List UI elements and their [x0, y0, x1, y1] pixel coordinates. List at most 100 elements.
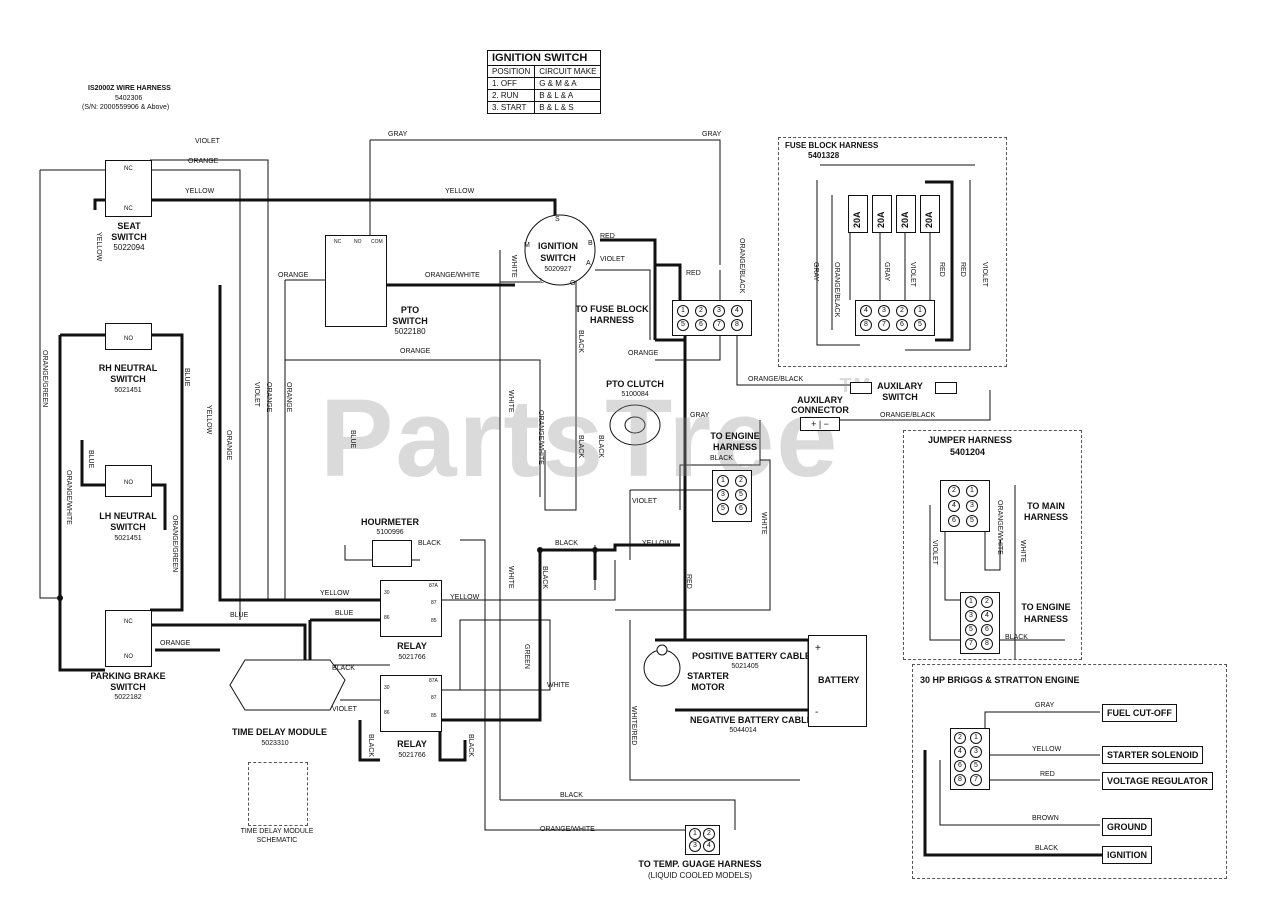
- seat-switch-label2: SWITCH: [111, 232, 147, 242]
- wire-label: ORANGE: [225, 430, 232, 461]
- wire-label: ORANGE/WHITE: [996, 500, 1003, 555]
- fuse: 20A: [848, 195, 868, 233]
- pin: 7: [713, 319, 725, 331]
- wire-label: BROWN: [1032, 815, 1059, 822]
- to-fuse-block-label2: HARNESS: [589, 315, 635, 325]
- pin: 4: [703, 840, 715, 852]
- wire-label: ORANGE/WHITE: [425, 272, 480, 279]
- aux-connector-label2: CONNECTOR: [791, 405, 849, 415]
- ignition-pin-a: A: [586, 260, 591, 267]
- wire-label: BLACK: [555, 540, 578, 547]
- jumper-to-engine: TO ENGINE: [1021, 602, 1071, 612]
- starter-solenoid-box: STARTER SOLENOID: [1102, 746, 1204, 764]
- wire-label: RED: [1040, 771, 1055, 778]
- table-title: IGNITION SWITCH: [486, 50, 602, 66]
- wire-label: RED: [600, 233, 615, 240]
- wire-label: ORANGE: [188, 158, 219, 165]
- pto-clutch-label: PTO CLUTCH: [606, 379, 664, 389]
- pin: 8: [981, 638, 993, 650]
- pin: 2: [981, 596, 993, 608]
- jumper-harness-box: [903, 430, 1082, 660]
- to-engine-label2: HARNESS: [712, 442, 758, 452]
- rh-neutral-label: RH NEUTRAL: [98, 363, 158, 373]
- ignition-box: IGNITION: [1102, 846, 1152, 864]
- wire-label: YELLOW: [445, 188, 475, 195]
- wire-label: VIOLET: [332, 706, 357, 713]
- pin: 5: [970, 760, 982, 772]
- wire-label: VIOLET: [195, 138, 220, 145]
- fuel-cutoff-box: FUEL CUT-OFF: [1102, 704, 1177, 722]
- wire-label: ORANGE/WHITE: [65, 470, 72, 525]
- wire-label: VIOLET: [632, 498, 657, 505]
- wire-label: GRAY: [812, 262, 819, 282]
- wire-label: YELLOW: [642, 540, 672, 547]
- wire-label: BLACK: [597, 435, 604, 458]
- wire-label: ORANGE: [400, 348, 431, 355]
- wire-label: BLACK: [367, 734, 374, 757]
- aux-connector: + | −: [800, 417, 840, 431]
- starter-label2: MOTOR: [691, 682, 725, 692]
- fuse: 20A: [896, 195, 916, 233]
- aux-switch-plug: [935, 382, 957, 394]
- pin: 2: [948, 485, 960, 497]
- fuse: 20A: [920, 195, 940, 233]
- wire-label: RED: [686, 270, 701, 277]
- pin: 5: [717, 503, 729, 515]
- lh-neutral-part: 5021451: [114, 535, 142, 542]
- wire-label: WHITE: [507, 390, 514, 413]
- pin: 5: [965, 624, 977, 636]
- pin: 1: [914, 305, 926, 317]
- pin: 6: [735, 503, 747, 515]
- pin: 7: [965, 638, 977, 650]
- jumper-to-engine2: HARNESS: [1023, 614, 1069, 624]
- pin: 5: [677, 319, 689, 331]
- pin: 3: [689, 840, 701, 852]
- pto-clutch-part: 5100084: [621, 391, 649, 398]
- wire-label: RED: [938, 262, 945, 277]
- wire-label: BLACK: [710, 455, 733, 462]
- wire-label: VIOLET: [253, 382, 260, 407]
- engine-box: [912, 664, 1227, 879]
- pin: 3: [970, 746, 982, 758]
- pin: 2: [896, 305, 908, 317]
- pin: 6: [981, 624, 993, 636]
- hourmeter-box: [372, 540, 412, 567]
- pin: 2: [735, 475, 747, 487]
- wire-label: BLUE: [335, 610, 354, 617]
- parking-brake-label: PARKING BRAKE: [90, 671, 166, 681]
- wire-label: WHITE: [547, 682, 570, 689]
- ignition-pin-g: G: [570, 280, 576, 287]
- wire-label: VIOLET: [909, 262, 916, 287]
- lh-neutral-switch-box: NO: [105, 465, 152, 497]
- wire-label: ORANGE: [160, 640, 191, 647]
- pto-switch-label: PTO: [400, 305, 420, 315]
- ignition-pin-s: S: [555, 216, 560, 223]
- wire-label: WHITE: [1019, 540, 1026, 563]
- jumper-to-main2: HARNESS: [1023, 512, 1069, 522]
- wire-label: ORANGE/GREEN: [41, 350, 48, 408]
- ignition-pin-l: L: [540, 278, 544, 285]
- parking-brake-switch-box: NC NO: [105, 610, 152, 667]
- wire-label: GRAY: [702, 131, 722, 138]
- pto-switch-part: 5022180: [394, 327, 426, 336]
- fuse-block-part: 5401328: [808, 151, 840, 160]
- seat-switch-part: 5022094: [113, 243, 145, 252]
- wire-label: VIOLET: [981, 262, 988, 287]
- wire-label: GRAY: [690, 412, 710, 419]
- pin: 8: [860, 319, 872, 331]
- pin: 1: [966, 485, 978, 497]
- ignition-switch-label2: SWITCH: [540, 253, 576, 263]
- engine-title: 30 HP BRIGGS & STRATTON ENGINE: [920, 675, 1080, 685]
- ignition-pin-m: M: [524, 242, 530, 249]
- pin: 8: [954, 774, 966, 786]
- pto-switch-box: NC NO COM: [325, 235, 387, 327]
- parking-brake-label2: SWITCH: [110, 682, 146, 692]
- pin: 5: [966, 515, 978, 527]
- pin: 4: [731, 305, 743, 317]
- pin: 1: [965, 596, 977, 608]
- wire-label: BLACK: [332, 665, 355, 672]
- fuse: 20A: [872, 195, 892, 233]
